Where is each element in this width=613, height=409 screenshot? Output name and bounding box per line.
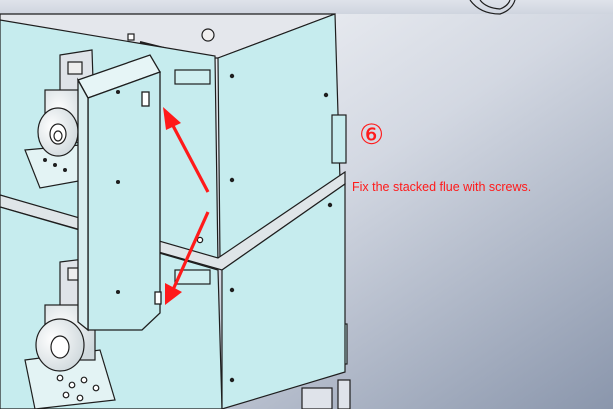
step-instruction: Fix the stacked flue with screws. xyxy=(352,180,532,194)
arrow-down-icon xyxy=(165,211,210,305)
stacked-flue xyxy=(77,54,204,332)
wheel-top xyxy=(469,0,516,15)
step-number: ⑥ xyxy=(359,118,385,151)
arrow-up-icon xyxy=(163,107,210,193)
top-band xyxy=(0,0,613,14)
lower-cabinet-right xyxy=(221,182,346,409)
casters xyxy=(301,379,351,409)
